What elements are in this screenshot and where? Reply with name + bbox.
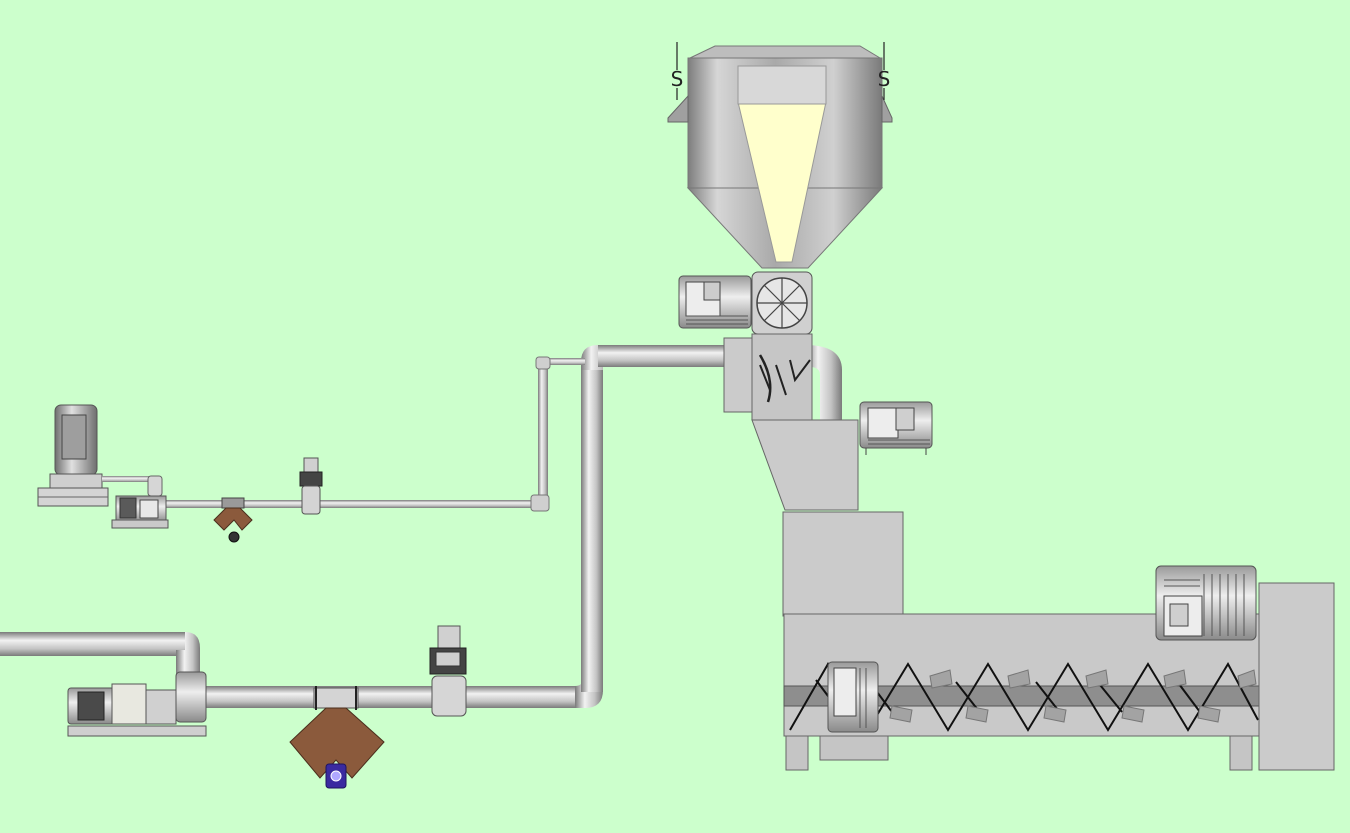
mixer-gearbox[interactable]	[1258, 582, 1335, 771]
main-inlet-pipe	[0, 632, 185, 656]
mixer-leg-left	[785, 735, 809, 771]
dosing-pipe-bend-bottom	[530, 494, 550, 512]
main-top-pipe	[598, 345, 728, 367]
main-pump[interactable]	[67, 671, 207, 737]
mixer-leg-right	[1229, 735, 1253, 771]
mixer-inlet-motor[interactable]	[827, 661, 879, 733]
hopper-empty-space	[737, 65, 827, 105]
chute-side-pipe	[805, 345, 842, 420]
side-motor[interactable]	[859, 401, 933, 455]
dosing-tank[interactable]	[37, 404, 109, 507]
level-switch-right[interactable]: S	[878, 42, 891, 100]
dosing-pipe-top	[545, 358, 585, 365]
mixer-drive-motor[interactable]	[1155, 565, 1257, 641]
main-flowmeter[interactable]	[289, 686, 385, 789]
rotary-valve-motor[interactable]	[678, 275, 752, 329]
main-inlet-drop	[176, 650, 200, 674]
small-control-valve[interactable]	[299, 457, 323, 515]
hopper-ledge-left	[667, 94, 689, 123]
mixer-inlet-housing	[782, 511, 904, 617]
main-riser-pipe	[581, 362, 603, 692]
level-switch-right-label: S	[878, 67, 891, 91]
main-product-line	[0, 345, 728, 708]
rotary-valve[interactable]	[751, 271, 813, 335]
feed-hopper[interactable]: S S	[667, 42, 893, 269]
dosing-pipe-vertical	[538, 364, 548, 506]
main-pump-base	[67, 725, 207, 737]
hopper-lid	[689, 45, 882, 59]
main-control-valve[interactable]	[429, 625, 467, 717]
transition-chute[interactable]	[723, 333, 859, 511]
mixer-paddles	[849, 669, 1257, 723]
hopper-ledge-right	[881, 95, 893, 123]
dosing-line	[165, 356, 585, 512]
level-switch-left-label: S	[671, 67, 684, 91]
dosing-pipe-bend-top	[535, 356, 551, 370]
small-dosing-pump[interactable]	[111, 495, 169, 529]
level-switch-left[interactable]: S	[671, 42, 684, 100]
small-flowmeter[interactable]	[213, 497, 253, 543]
dosing-tank-outlet-pipe	[102, 475, 163, 497]
dosing-pipe-horizontal	[165, 500, 537, 508]
main-discharge-pipe	[205, 686, 583, 708]
mixer-discharge	[819, 735, 889, 761]
